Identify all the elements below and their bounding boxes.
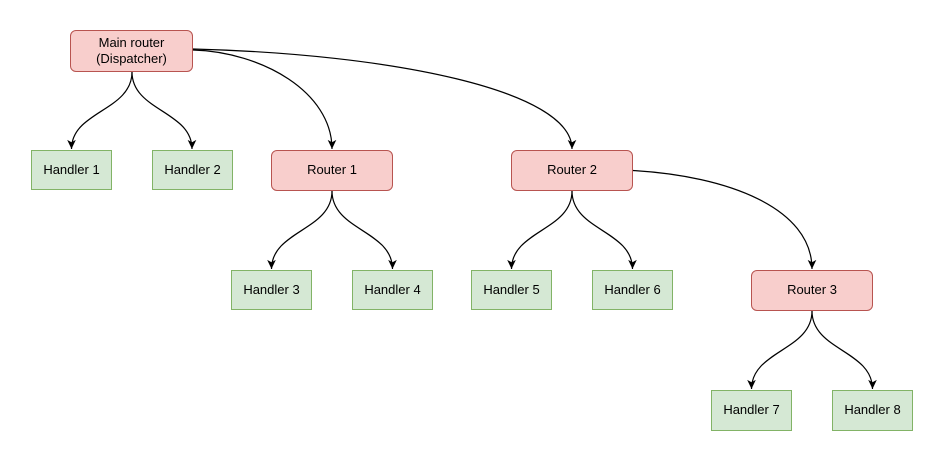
- edge-router-3-to-handler-8: [811, 310, 877, 390]
- node-handler-6-label: Handler 6: [604, 281, 661, 297]
- edge-router-3-to-handler-7: [747, 310, 813, 390]
- node-handler-1-label: Handler 1: [43, 161, 100, 177]
- node-handler-5[interactable]: Handler 5: [471, 270, 552, 310]
- edge-router-2-to-handler-5: [507, 190, 573, 270]
- node-handler-8[interactable]: Handler 8: [832, 390, 913, 431]
- node-main-router[interactable]: Main router (Dispatcher): [70, 30, 193, 72]
- node-handler-5-label: Handler 5: [483, 281, 540, 297]
- node-handler-2[interactable]: Handler 2: [152, 150, 233, 190]
- edge-main-router-to-router-2: [192, 48, 577, 150]
- node-handler-1[interactable]: Handler 1: [31, 150, 112, 190]
- edge-router-1-to-handler-4: [331, 190, 397, 270]
- node-handler-6[interactable]: Handler 6: [592, 270, 673, 310]
- node-handler-2-label: Handler 2: [164, 161, 221, 177]
- edge-main-router-to-handler-1: [67, 71, 133, 150]
- node-handler-3-label: Handler 3: [243, 281, 300, 297]
- node-handler-4[interactable]: Handler 4: [352, 270, 433, 310]
- node-router-3[interactable]: Router 3: [751, 270, 873, 311]
- node-main-router-label: Main router (Dispatcher): [96, 34, 167, 66]
- edge-router-2-to-handler-6: [571, 190, 637, 270]
- edge-main-router-to-router-1: [192, 49, 337, 150]
- node-handler-7-label: Handler 7: [723, 402, 780, 418]
- edge-router-2-to-router-3: [632, 169, 817, 270]
- node-handler-3[interactable]: Handler 3: [231, 270, 312, 310]
- node-router-2-label: Router 2: [547, 162, 597, 178]
- node-handler-7[interactable]: Handler 7: [711, 390, 792, 431]
- edge-router-1-to-handler-3: [267, 190, 333, 270]
- node-router-1[interactable]: Router 1: [271, 150, 393, 191]
- node-handler-8-label: Handler 8: [844, 402, 901, 418]
- node-router-3-label: Router 3: [787, 282, 837, 298]
- node-router-1-label: Router 1: [307, 162, 357, 178]
- edge-main-router-to-handler-2: [131, 71, 197, 150]
- node-handler-4-label: Handler 4: [364, 281, 421, 297]
- node-router-2[interactable]: Router 2: [511, 150, 633, 191]
